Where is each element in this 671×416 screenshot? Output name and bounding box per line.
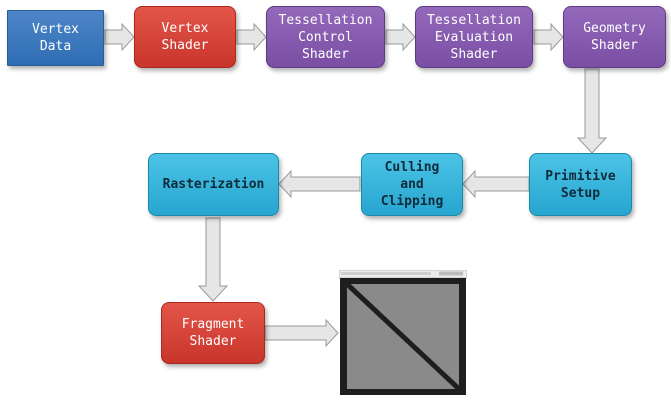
node-culling-and-clipping: Culling and Clipping (361, 153, 463, 216)
node-geometry-shader: Geometry Shader (563, 6, 666, 68)
arrow-tesscontrol-to-tesseval (385, 22, 416, 52)
arrow-culling-to-rasterization (278, 169, 361, 199)
node-primitive-setup: Primitive Setup (529, 153, 632, 216)
node-vertex-shader: Vertex Shader (134, 6, 236, 68)
arrow-fragment-to-output (264, 318, 339, 348)
arrow-rasterization-to-fragment (197, 217, 229, 302)
node-vertex-data: Vertex Data (7, 10, 104, 66)
window-title-strip (341, 272, 431, 275)
triangle-diagonal (345, 282, 461, 391)
node-tessellation-evaluation-shader: Tessellation Evaluation Shader (415, 6, 533, 68)
node-tessellation-control-shader: Tessellation Control Shader (266, 6, 385, 68)
arrow-geometry-to-primitive (576, 68, 608, 154)
window-control-buttons (439, 271, 463, 276)
arrow-vertexshader-to-tesscontrol (236, 22, 267, 52)
arrow-primitive-to-culling (462, 169, 530, 199)
node-fragment-shader: Fragment Shader (161, 302, 265, 364)
arrow-vertexdata-to-vertexshader (104, 22, 135, 52)
rendered-window-icon (339, 270, 467, 395)
arrow-tesseval-to-geometry (533, 22, 564, 52)
node-rasterization: Rasterization (148, 153, 279, 216)
